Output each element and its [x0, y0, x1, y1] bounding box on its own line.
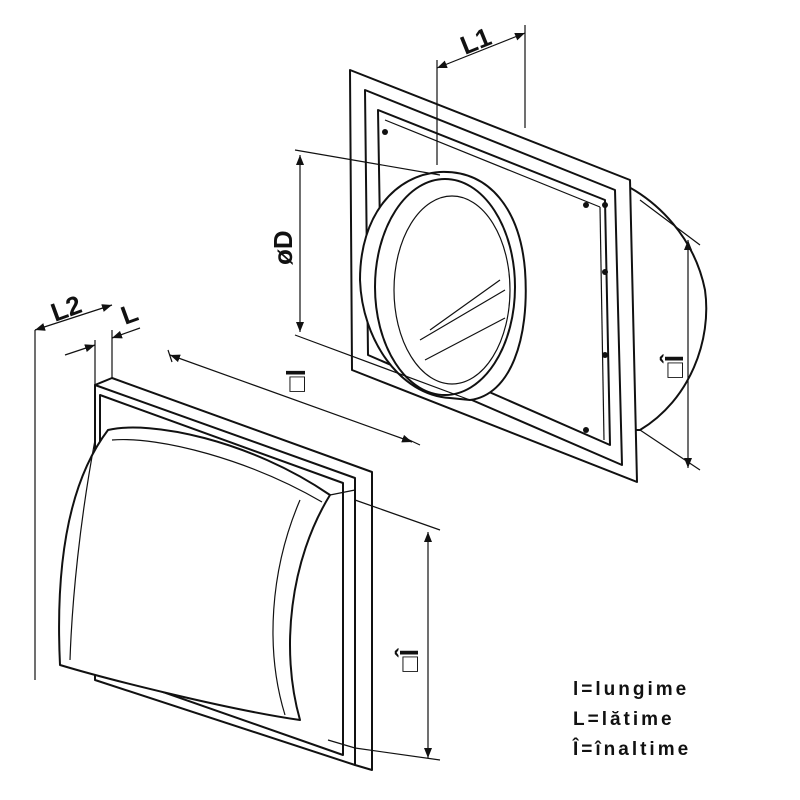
back-unit	[349, 69, 708, 483]
label-l2: L2	[47, 289, 86, 328]
label-height-back: □Î	[659, 353, 689, 378]
label-length-front: □l	[281, 369, 311, 392]
label-l1: L1	[456, 21, 495, 60]
legend-length: l=lungime	[573, 679, 689, 700]
legend: l=lungime L=lătime Î=înaltime	[572, 679, 691, 760]
front-hood	[58, 426, 331, 721]
legend-width: L=lătime	[573, 709, 675, 730]
duct-opening	[374, 178, 516, 396]
label-l: L	[117, 297, 142, 331]
back-hood	[614, 179, 708, 431]
dimensions	[34, 25, 701, 761]
label-diameter: øD	[268, 230, 298, 265]
label-height-front: □Î	[394, 647, 424, 672]
front-unit	[58, 377, 373, 771]
legend-height: Î=înaltime	[572, 738, 691, 760]
